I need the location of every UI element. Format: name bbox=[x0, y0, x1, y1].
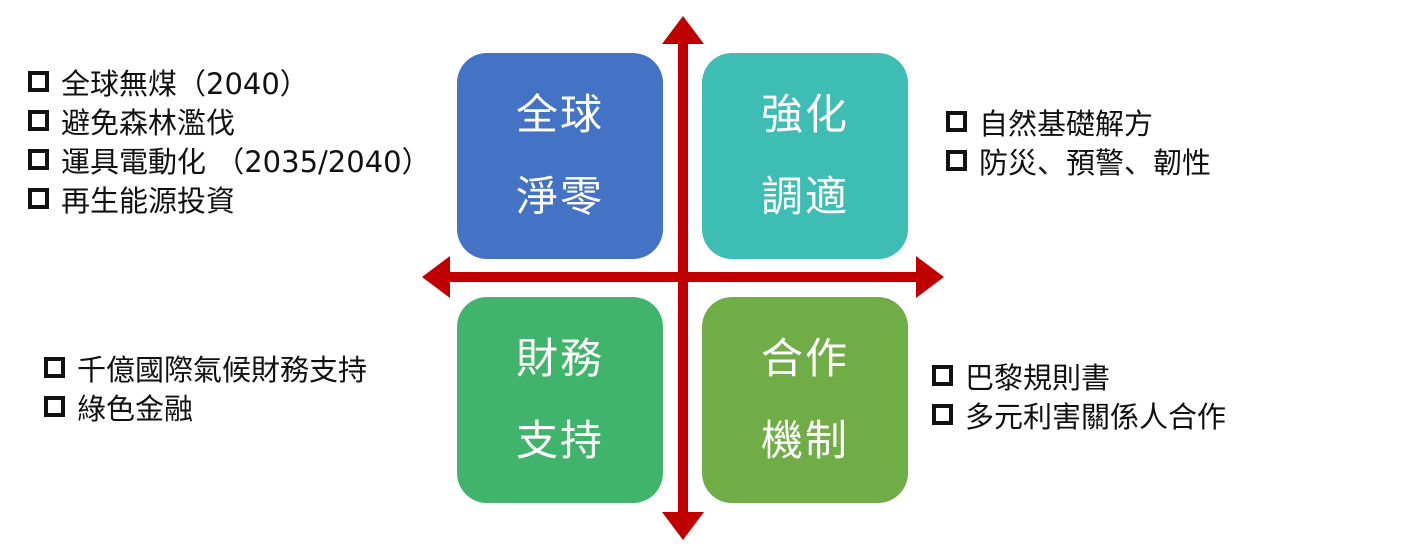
checkbox-icon bbox=[28, 71, 49, 92]
list-item-text: 運具電動化 （2035/2040） bbox=[61, 144, 431, 179]
list-item: 巴黎規則書 bbox=[932, 356, 1226, 395]
list-item-text: 避免森林濫伐 bbox=[61, 105, 236, 140]
list-item: 多元利害關係人合作 bbox=[932, 395, 1226, 434]
list-item: 千億國際氣候財務支持 bbox=[44, 348, 367, 387]
list-item: 綠色金融 bbox=[44, 387, 367, 426]
list-item-text: 再生能源投資 bbox=[61, 183, 236, 218]
checkbox-icon bbox=[932, 404, 953, 425]
quadrant-cooperation-mechanism: 合作 機制 bbox=[702, 297, 908, 503]
list-item-text: 千億國際氣候財務支持 bbox=[77, 352, 368, 387]
quadrant-title-line1: 合作 bbox=[760, 334, 849, 383]
horizontal-axis-line bbox=[444, 272, 920, 282]
checkbox-icon bbox=[44, 357, 65, 378]
arrow-right-icon bbox=[916, 256, 944, 298]
checkbox-icon bbox=[28, 188, 49, 209]
list-item: 再生能源投資 bbox=[28, 179, 431, 218]
arrow-left-icon bbox=[422, 256, 450, 298]
quadrant-title-line2: 調適 bbox=[760, 172, 849, 221]
list-finance-support: 千億國際氣候財務支持 綠色金融 bbox=[44, 348, 367, 426]
list-item-text: 巴黎規則書 bbox=[965, 360, 1111, 395]
quadrant-title-line2: 淨零 bbox=[515, 172, 604, 221]
list-item: 自然基礎解方 bbox=[946, 102, 1211, 141]
list-item-text: 綠色金融 bbox=[77, 391, 194, 426]
checkbox-icon bbox=[28, 149, 49, 170]
list-item-text: 多元利害關係人合作 bbox=[965, 399, 1227, 434]
quadrant-title-line1: 強化 bbox=[760, 90, 849, 139]
quadrant-finance-support: 財務 支持 bbox=[457, 297, 663, 503]
list-global-net-zero: 全球無煤（2040） 避免森林濫伐 運具電動化 （2035/2040） 再生能源… bbox=[28, 62, 431, 218]
list-item-text: 防災、預警、韌性 bbox=[979, 145, 1212, 180]
checkbox-icon bbox=[28, 110, 49, 131]
list-item: 避免森林濫伐 bbox=[28, 101, 431, 140]
list-adaptation: 自然基礎解方 防災、預警、韌性 bbox=[946, 102, 1211, 180]
list-item: 防災、預警、韌性 bbox=[946, 141, 1211, 180]
list-item-text: 自然基礎解方 bbox=[979, 106, 1154, 141]
quadrant-title-line1: 全球 bbox=[515, 90, 604, 139]
list-cooperation-mechanism: 巴黎規則書 多元利害關係人合作 bbox=[932, 356, 1226, 434]
list-item-text: 全球無煤（2040） bbox=[61, 66, 309, 101]
quadrant-title-line1: 財務 bbox=[515, 334, 604, 383]
quadrant-title-line2: 支持 bbox=[515, 416, 604, 465]
list-item: 運具電動化 （2035/2040） bbox=[28, 140, 431, 179]
quadrant-title-line2: 機制 bbox=[760, 416, 849, 465]
checkbox-icon bbox=[946, 111, 967, 132]
arrow-up-icon bbox=[662, 16, 704, 44]
checkbox-icon bbox=[932, 365, 953, 386]
arrow-down-icon bbox=[662, 512, 704, 540]
quadrant-global-net-zero: 全球 淨零 bbox=[457, 53, 663, 259]
checkbox-icon bbox=[44, 396, 65, 417]
quadrant-adaptation: 強化 調適 bbox=[702, 53, 908, 259]
checkbox-icon bbox=[946, 150, 967, 171]
list-item: 全球無煤（2040） bbox=[28, 62, 431, 101]
